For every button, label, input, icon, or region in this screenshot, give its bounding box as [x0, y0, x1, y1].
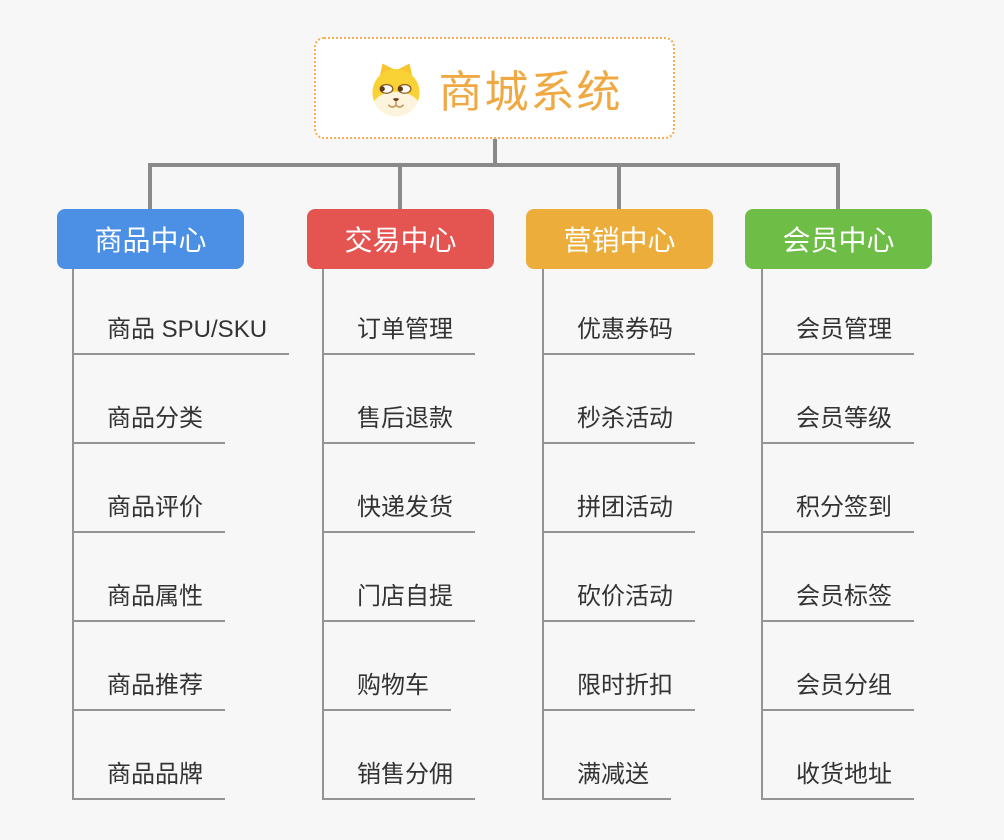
leaf-label: 收货地址 — [763, 761, 914, 800]
connector-drop-marketing — [617, 163, 621, 209]
leaf-label: 砍价活动 — [544, 583, 695, 622]
branch-items-product: 商品 SPU/SKU 商品分类 商品评价 商品属性 商品推荐 商品品牌 — [72, 269, 290, 800]
leaf-node[interactable]: 限时折扣 — [544, 622, 695, 711]
leaf-label: 会员管理 — [763, 316, 914, 355]
leaf-label: 售后退款 — [324, 405, 475, 444]
leaf-label: 积分签到 — [763, 494, 914, 533]
leaf-label: 满减送 — [544, 761, 671, 800]
leaf-node[interactable]: 商品 SPU/SKU — [74, 269, 290, 355]
leaf-label: 商品属性 — [74, 583, 225, 622]
connector-bus — [148, 163, 840, 167]
leaf-label: 商品评价 — [74, 494, 225, 533]
connector-root-stub — [493, 139, 497, 165]
root-node[interactable]: 商城系统 — [314, 37, 675, 139]
branch-node-product-center[interactable]: 商品中心 — [57, 209, 244, 269]
leaf-node[interactable]: 销售分佣 — [324, 711, 475, 800]
leaf-label: 商品推荐 — [74, 672, 225, 711]
leaf-label: 商品 SPU/SKU — [74, 316, 290, 355]
branch-items-member: 会员管理 会员等级 积分签到 会员标签 会员分组 收货地址 — [761, 269, 914, 800]
leaf-node[interactable]: 商品属性 — [74, 533, 289, 622]
leaf-node[interactable]: 秒杀活动 — [544, 355, 695, 444]
leaf-node[interactable]: 收货地址 — [763, 711, 914, 800]
branch-node-member-center[interactable]: 会员中心 — [745, 209, 932, 269]
leaf-node[interactable]: 砍价活动 — [544, 533, 695, 622]
leaf-node[interactable]: 商品推荐 — [74, 622, 289, 711]
leaf-node[interactable]: 商品品牌 — [74, 711, 289, 800]
leaf-node[interactable]: 会员管理 — [763, 269, 914, 355]
leaf-label: 限时折扣 — [544, 672, 695, 711]
leaf-label: 优惠券码 — [544, 316, 695, 355]
connector-drop-trade — [398, 163, 402, 209]
leaf-label: 商品品牌 — [74, 761, 225, 800]
leaf-label: 会员分组 — [763, 672, 914, 711]
leaf-node[interactable]: 满减送 — [544, 711, 695, 800]
branch-items-marketing: 优惠券码 秒杀活动 拼团活动 砍价活动 限时折扣 满减送 — [542, 269, 695, 800]
dog-face-icon — [371, 63, 420, 117]
leaf-node[interactable]: 会员分组 — [763, 622, 914, 711]
leaf-label: 秒杀活动 — [544, 405, 695, 444]
leaf-node[interactable]: 商品分类 — [74, 355, 289, 444]
branch-items-trade: 订单管理 售后退款 快递发货 门店自提 购物车 销售分佣 — [322, 269, 475, 800]
leaf-label: 拼团活动 — [544, 494, 695, 533]
leaf-label: 销售分佣 — [324, 761, 475, 800]
connector-drop-member — [836, 163, 840, 209]
leaf-label: 购物车 — [324, 672, 451, 711]
leaf-node[interactable]: 快递发货 — [324, 444, 475, 533]
leaf-node[interactable]: 拼团活动 — [544, 444, 695, 533]
connector-drop-product — [148, 163, 152, 209]
leaf-label: 门店自提 — [324, 583, 475, 622]
leaf-node[interactable]: 售后退款 — [324, 355, 475, 444]
leaf-node[interactable]: 商品评价 — [74, 444, 289, 533]
leaf-node[interactable]: 订单管理 — [324, 269, 475, 355]
root-title: 商城系统 — [438, 68, 623, 117]
leaf-label: 快递发货 — [324, 494, 475, 533]
branch-node-marketing-center[interactable]: 营销中心 — [526, 209, 713, 269]
leaf-label: 会员标签 — [763, 583, 914, 622]
leaf-label: 会员等级 — [763, 405, 914, 444]
leaf-label: 商品分类 — [74, 405, 225, 444]
leaf-node[interactable]: 优惠券码 — [544, 269, 695, 355]
leaf-node[interactable]: 会员标签 — [763, 533, 914, 622]
leaf-label: 订单管理 — [324, 316, 475, 355]
leaf-node[interactable]: 会员等级 — [763, 355, 914, 444]
leaf-node[interactable]: 门店自提 — [324, 533, 475, 622]
branch-node-trade-center[interactable]: 交易中心 — [307, 209, 494, 269]
leaf-node[interactable]: 积分签到 — [763, 444, 914, 533]
leaf-node[interactable]: 购物车 — [324, 622, 475, 711]
